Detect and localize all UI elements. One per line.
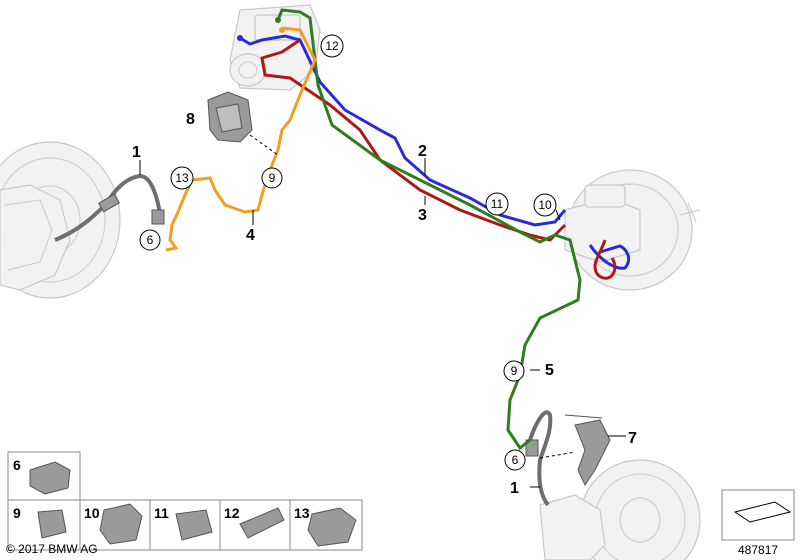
- callout-2: 2: [418, 143, 427, 160]
- front-left-brake-disc: [0, 141, 121, 299]
- legend-label-9: 9: [13, 505, 21, 521]
- svg-text:13: 13: [175, 171, 189, 185]
- callout-11: 11: [485, 192, 509, 216]
- leader-lines: [139, 158, 561, 488]
- part-7-bracket: [539, 414, 626, 487]
- legend-label-13: 13: [294, 505, 310, 521]
- callout-1-right: 1: [510, 480, 519, 497]
- callout-4: 4: [246, 227, 255, 244]
- callout-12: 12: [320, 34, 344, 58]
- diagram-id-box: [721, 489, 795, 541]
- callout-7: 7: [628, 430, 637, 447]
- clip-icon-13: [307, 507, 357, 547]
- svg-text:6: 6: [512, 453, 519, 467]
- legend-label-10: 10: [84, 505, 100, 521]
- diagram-id-text: 487817: [738, 543, 779, 557]
- callout-8: 8: [186, 111, 195, 128]
- abs-hydraulic-unit: [229, 4, 321, 91]
- callout-13: 13: [170, 166, 194, 190]
- callout-5: 5: [545, 362, 554, 379]
- svg-text:9: 9: [269, 171, 276, 185]
- front-right-brake-disc: [539, 459, 701, 560]
- svg-text:10: 10: [538, 198, 552, 212]
- legend-parts-grid: 6 9 10 11 12 13: [7, 451, 363, 551]
- svg-text:11: 11: [491, 197, 504, 211]
- legend-label-12: 12: [224, 505, 240, 521]
- brake-line-green: [276, 8, 582, 451]
- legend-label-6: 6: [13, 457, 21, 473]
- svg-text:9: 9: [511, 364, 518, 378]
- brake-line-blue: [239, 34, 631, 270]
- brake-line-orange: [165, 26, 317, 252]
- brake-hose-front-right: [525, 410, 553, 507]
- fitting-orange: [279, 27, 285, 33]
- callout-1-left: 1: [132, 144, 141, 161]
- svg-text:6: 6: [147, 233, 154, 247]
- brake-hose-front-left: [54, 173, 165, 242]
- clip-icon-10: [99, 503, 143, 545]
- part-8-holder: [207, 91, 279, 156]
- clip-icon-11: [175, 509, 213, 541]
- arrow-icon: [733, 501, 792, 523]
- copyright-text: © 2017 BMW AG: [6, 542, 98, 556]
- fitting-blue: [237, 35, 243, 41]
- svg-text:12: 12: [325, 39, 339, 53]
- clip-icon-6: [29, 461, 71, 495]
- callout-10: 10: [533, 193, 557, 217]
- brake-line-red: [260, 38, 617, 280]
- callout-6-left: 6: [139, 229, 161, 251]
- callout-3: 3: [418, 207, 427, 224]
- clip-icon-9: [37, 509, 67, 539]
- brake-booster: [564, 169, 701, 291]
- clip-icon-12: [239, 507, 285, 539]
- callout-9-upper: 9: [261, 167, 283, 189]
- callout-6-right: 6: [504, 449, 526, 471]
- fitting-green: [275, 17, 281, 23]
- callout-9-lower: 9: [503, 360, 525, 382]
- legend-label-11: 11: [154, 505, 169, 521]
